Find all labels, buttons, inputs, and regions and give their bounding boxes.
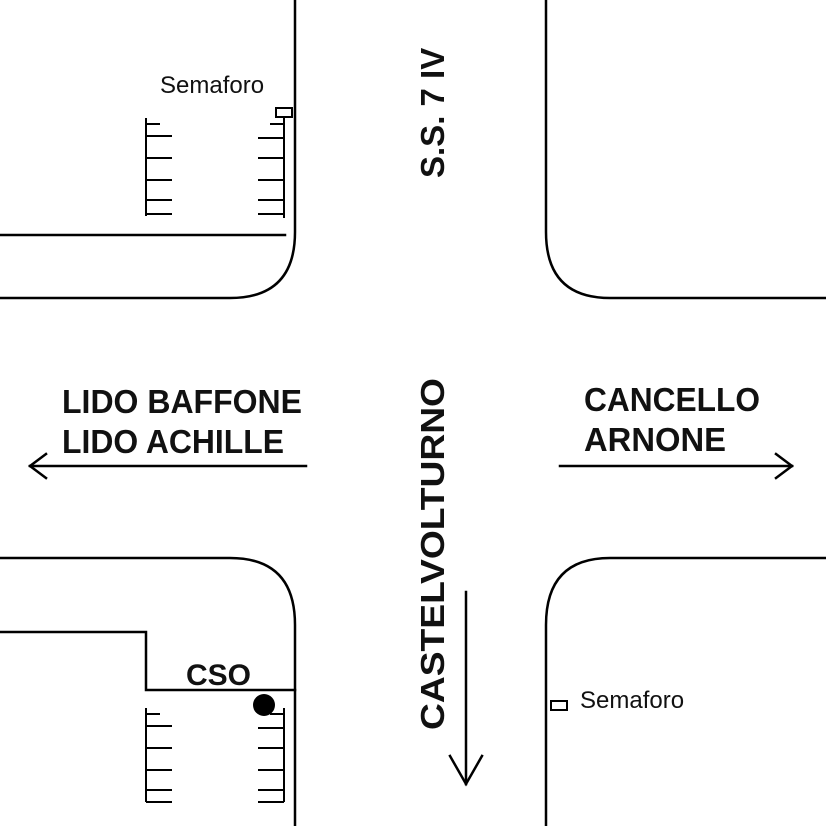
block-top-left-outline (0, 0, 297, 300)
destination-west-line1: LIDO BAFFONE (62, 383, 302, 420)
traffic-light-label: Semaforo (160, 72, 264, 99)
parking-stalls-top-left-a (145, 118, 172, 216)
arrow-east-icon (558, 452, 795, 480)
destination-east-line2: ARNONE (584, 421, 726, 458)
arrow-west-icon (27, 452, 308, 480)
traffic-light-label: Semaforo (580, 687, 684, 714)
parking-stalls-top-left-b (258, 123, 284, 215)
station-label: CSO (186, 659, 251, 692)
road-name-north: S.S. 7 IV (414, 48, 451, 178)
traffic-light-icon (550, 700, 568, 711)
station-marker-icon (253, 694, 275, 716)
traffic-light-icon (275, 107, 293, 118)
block-top-right-outline (544, 0, 826, 300)
destination-east-line1: CANCELLO (584, 381, 760, 418)
block-bottom-right-outline (544, 556, 826, 826)
parking-stalls-bottom-left-b (258, 708, 285, 803)
road-name-south: CASTELVOLTURNO (414, 378, 451, 730)
arrow-south-icon (448, 590, 484, 787)
destination-west-line2: LIDO ACHILLE (62, 423, 284, 460)
building-bottom-left (0, 630, 297, 692)
block-bottom-left-outline (0, 556, 297, 826)
parking-stalls-bottom-left-a (145, 708, 172, 803)
